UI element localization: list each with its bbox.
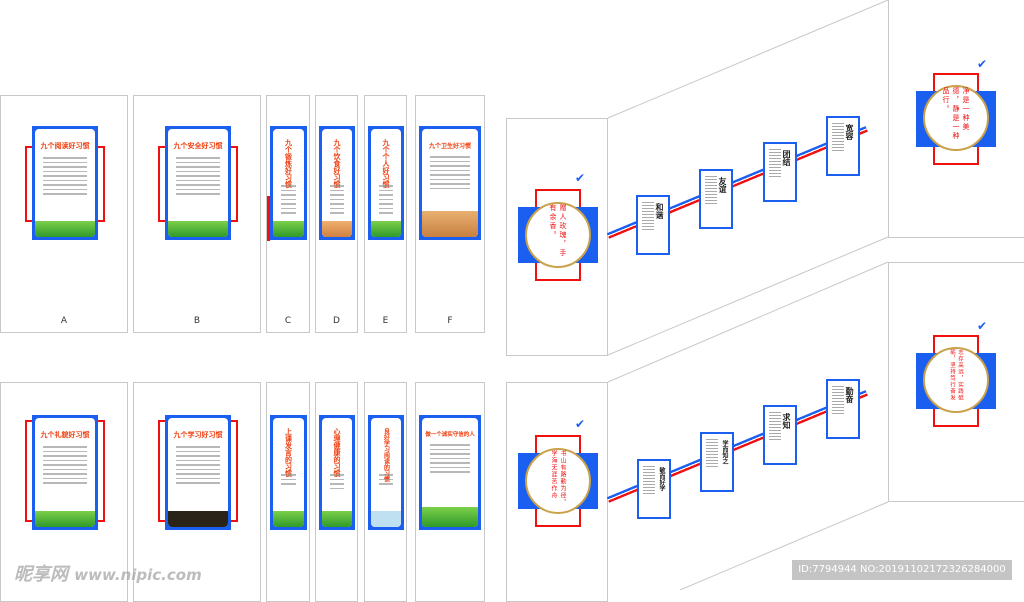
panel-b: 九个安全好习惯 B bbox=[133, 95, 261, 333]
watermark: 昵享网 www.nipic.com bbox=[14, 560, 202, 586]
frame-title: 和谐 bbox=[655, 203, 664, 219]
poster: 良好学习阅读的习惯 bbox=[368, 415, 404, 530]
poster-title: 九个个人好习惯 bbox=[382, 139, 390, 188]
frame-4: 勤奋 bbox=[826, 379, 860, 439]
poster: 九个卫生好习惯 bbox=[419, 126, 481, 240]
circle-quote: 志存高远，实践砥砺，坚持笃行奋发 bbox=[923, 347, 989, 413]
bird-icon: ✔ bbox=[977, 57, 988, 71]
poster-title: 上课发言的习惯 bbox=[284, 428, 293, 477]
bird-icon: ✔ bbox=[575, 417, 586, 431]
panel-e: 九个个人好习惯 E bbox=[364, 95, 407, 333]
poster-title: 九个饮食好习惯 bbox=[333, 139, 341, 188]
watermark-url: www.nipic.com bbox=[74, 566, 202, 584]
poster: 九个学习好习惯 bbox=[165, 415, 231, 530]
frame-1: 敏而好学 bbox=[637, 459, 671, 519]
poster: 九个阅读好习惯 bbox=[32, 126, 98, 240]
panel-a: 九个阅读好习惯 A bbox=[0, 95, 128, 333]
frame-title: 勤奋 bbox=[845, 387, 854, 403]
watermark-logo: 昵享网 bbox=[14, 564, 68, 585]
poster-title: 九个学习好习惯 bbox=[173, 431, 223, 439]
panel-b2: 九个学习好习惯 bbox=[133, 382, 261, 602]
frame-friendship: 友谊 bbox=[699, 169, 733, 229]
bracket bbox=[97, 420, 105, 522]
panel-f2: 做一个诚实守信的人 bbox=[415, 382, 485, 602]
id-label: ID:7794944 NO:20191102172326284000 bbox=[792, 560, 1012, 580]
bracket bbox=[25, 146, 33, 222]
poster: 心理健康的习惯 bbox=[319, 415, 355, 530]
panel-f: 九个卫生好习惯 F bbox=[415, 95, 485, 333]
poster-title: 心理健康的习惯 bbox=[333, 428, 341, 477]
circle-quote: 赠人玫瑰，手有余香。 bbox=[525, 202, 591, 268]
frame-title: 求知 bbox=[782, 413, 791, 429]
label-e: E bbox=[382, 316, 389, 326]
poster-title: 九个礼貌好习惯 bbox=[40, 431, 90, 439]
wall-left-top: 赠人玫瑰，手有余香。 ✔ bbox=[506, 118, 608, 356]
wall-left-bottom: 书山有路勤为径，学海无涯苦作舟 ✔ bbox=[506, 382, 608, 602]
bracket bbox=[25, 420, 33, 522]
frame-3: 求知 bbox=[763, 405, 797, 465]
label-f: F bbox=[447, 316, 453, 326]
label-d: D bbox=[333, 316, 340, 326]
red-bar bbox=[267, 196, 270, 241]
bracket bbox=[230, 146, 238, 222]
label-b: B bbox=[193, 316, 201, 326]
bird-icon: ✔ bbox=[575, 171, 586, 185]
poster-title: 良好学习阅读的习惯 bbox=[382, 428, 390, 482]
circle-quote: 净是一种美德，静是一种品行。 bbox=[923, 85, 989, 151]
bracket bbox=[97, 146, 105, 222]
bracket bbox=[158, 146, 166, 222]
poster: 上课发言的习惯 bbox=[270, 415, 307, 530]
frame-title: 宽容 bbox=[845, 124, 854, 140]
wall-right-bottom: 志存高远，实践砥砺，坚持笃行奋发 ✔ bbox=[888, 262, 1024, 502]
poster: 做一个诚实守信的人 bbox=[419, 415, 481, 530]
panel-a2: 九个礼貌好习惯 bbox=[0, 382, 128, 602]
panel-c2: 上课发言的习惯 bbox=[266, 382, 310, 602]
frame-title: 学而知之 bbox=[721, 440, 728, 464]
poster-title: 做一个诚实守信的人 bbox=[425, 432, 475, 438]
poster-title: 九个卫生好习惯 bbox=[428, 143, 471, 150]
frame-title: 敏而好学 bbox=[658, 467, 665, 491]
poster-title: 九个安全好习惯 bbox=[173, 142, 223, 150]
wall-right-top: 净是一种美德，静是一种品行。 ✔ bbox=[888, 0, 1024, 238]
frame-2: 学而知之 bbox=[700, 432, 734, 492]
poster: 九个礼貌好习惯 bbox=[32, 415, 98, 530]
bird-icon: ✔ bbox=[977, 319, 988, 333]
panel-e2: 良好学习阅读的习惯 bbox=[364, 382, 407, 602]
bracket bbox=[230, 420, 238, 522]
frame-title: 团结 bbox=[782, 150, 791, 166]
frame-tolerance: 宽容 bbox=[826, 116, 860, 176]
poster: 九个锻炼好习惯 bbox=[270, 126, 307, 240]
frame-harmony: 和谐 bbox=[636, 195, 670, 255]
poster: 九个安全好习惯 bbox=[165, 126, 231, 240]
bracket bbox=[158, 420, 166, 522]
panel-d2: 心理健康的习惯 bbox=[315, 382, 358, 602]
frame-unity: 团结 bbox=[763, 142, 797, 202]
label-a: A bbox=[60, 316, 68, 326]
label-c: C bbox=[284, 316, 292, 326]
poster-title: 九个锻炼好习惯 bbox=[284, 139, 293, 188]
circle-quote: 书山有路勤为径，学海无涯苦作舟 bbox=[525, 448, 591, 514]
panel-d: 九个饮食好习惯 D bbox=[315, 95, 358, 333]
frame-title: 友谊 bbox=[718, 177, 727, 193]
poster: 九个个人好习惯 bbox=[368, 126, 404, 240]
poster-title: 九个阅读好习惯 bbox=[40, 142, 90, 150]
poster: 九个饮食好习惯 bbox=[319, 126, 355, 240]
panel-c: 九个锻炼好习惯 C bbox=[266, 95, 310, 333]
